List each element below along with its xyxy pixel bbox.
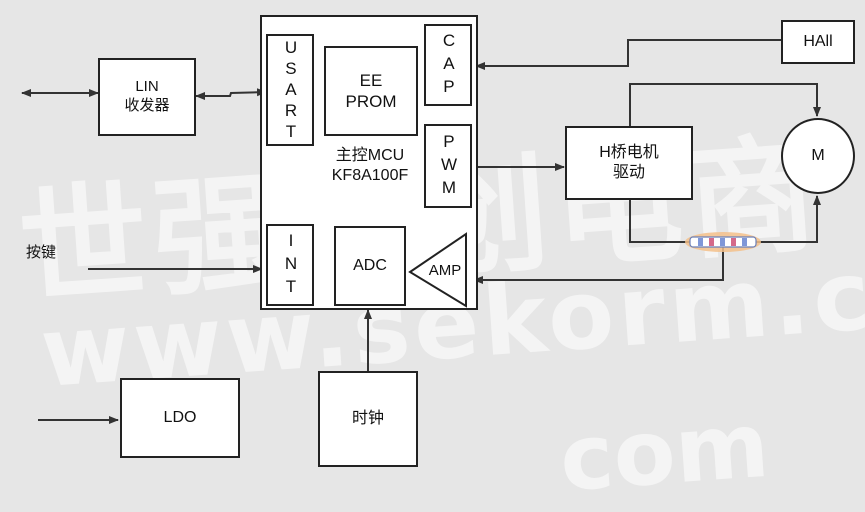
cap-label: CAP [439,30,459,100]
hall-label: HAll [803,33,833,50]
lin-label: LIN [135,78,159,96]
eeprom-label-line2: PROM [345,92,397,111]
hall-cap-arrow [475,39,781,70]
lin-sublabel: 收发器 [124,97,170,114]
pwm-label: PWM [439,131,459,201]
lin-usart-arrow [195,88,267,100]
hbridge-label-line1: H桥电机 [599,144,659,161]
motor-label: M [811,147,825,164]
mcu-label-line2: KF8A100F [331,167,409,184]
eeprom-label-line1: EE [359,70,383,90]
amp-triangle [408,232,467,308]
hbridge-motor-top-arrow [629,83,821,126]
ldo-label: LDO [163,409,197,426]
lin-transceiver-block: LIN 收发器 [98,58,196,136]
mcu-label: 主控MCU KF8A100F [318,146,422,186]
connector-lines [21,39,821,424]
int-block: INT [266,224,314,306]
adc-label: ADC [353,257,387,274]
cap-block: CAP [424,24,472,106]
adc-block: ADC [334,226,406,306]
hall-sensor-block: HAll [781,20,855,64]
int-label: INT [281,230,301,300]
clock-block: 时钟 [318,371,418,467]
usart-block: USART [266,34,314,146]
motor-circle: M [781,118,855,194]
clock-label: 时钟 [351,410,384,427]
shunt-resistor [685,232,761,252]
amp-label: AMP [428,262,462,279]
eeprom-block: EE PROM [324,46,418,136]
key-label: 按键 [26,244,57,261]
usart-label: USART [281,37,301,143]
pwm-block: PWM [424,124,472,208]
mcu-label-line1: 主控MCU [335,147,405,164]
hbridge-driver-block: H桥电机 驱动 [565,126,693,200]
shunt-amp-arrow [473,242,724,284]
ldo-block: LDO [120,378,240,458]
hbridge-label-line2: 驱动 [612,164,645,181]
